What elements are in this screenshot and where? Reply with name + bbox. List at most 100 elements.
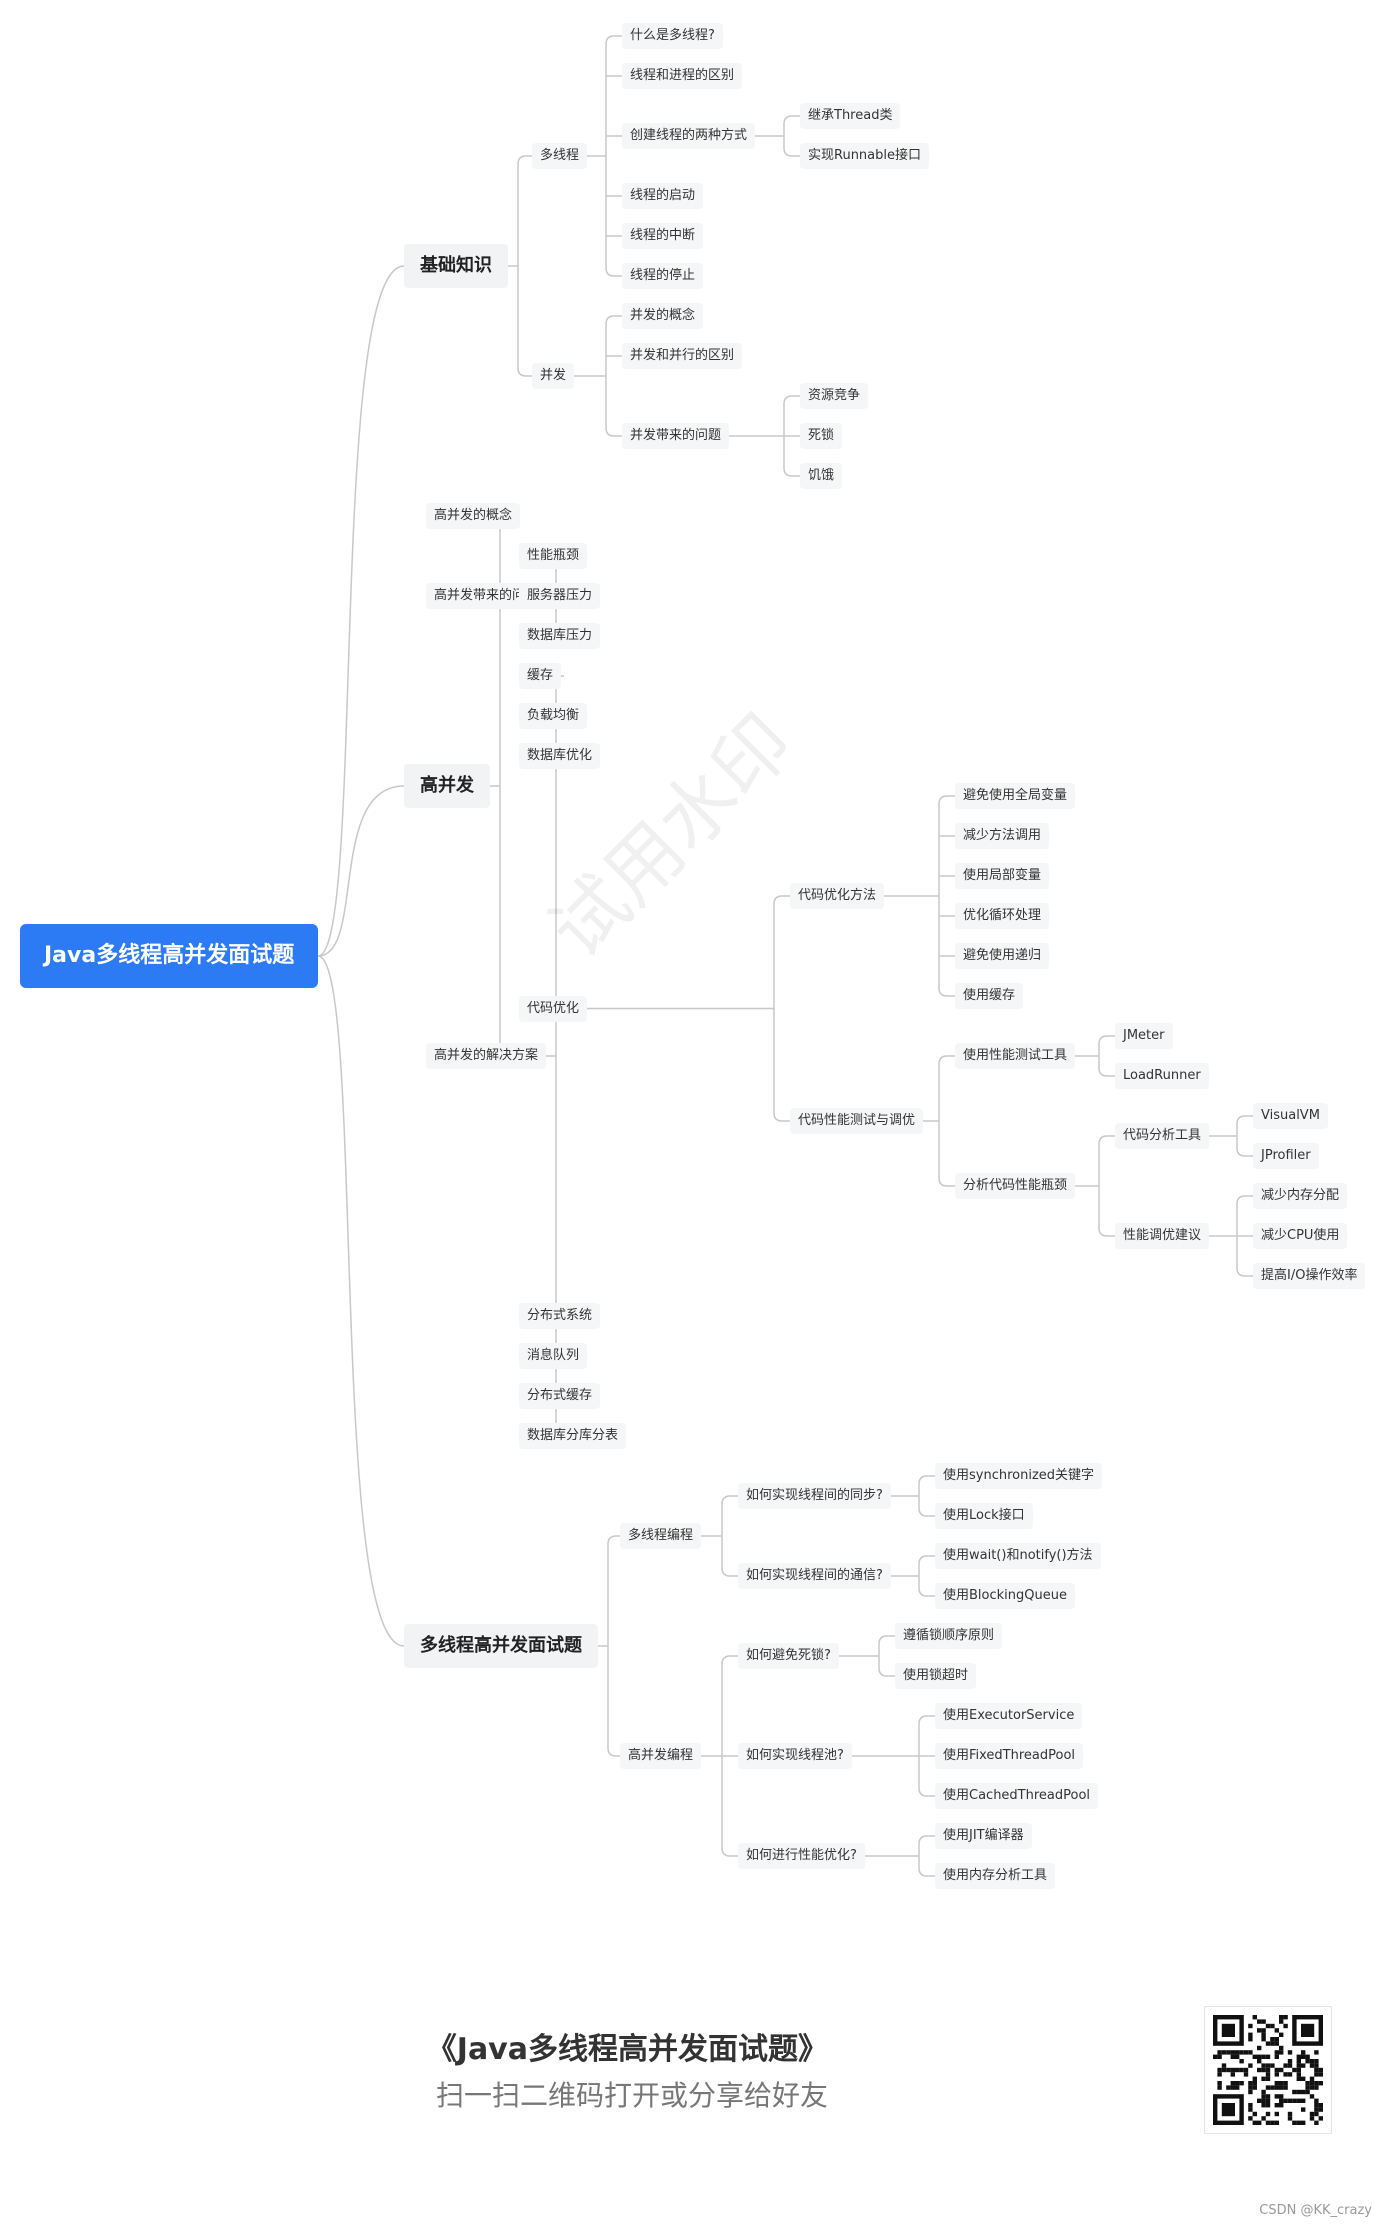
edge-connector [783, 147, 800, 157]
leaf-node[interactable]: 提高I/O操作效率 [1253, 1263, 1366, 1289]
leaf-node[interactable]: 饥饿 [800, 463, 843, 489]
leaf-node[interactable]: 死锁 [800, 423, 843, 449]
leaf-node[interactable]: 分析代码性能瓶颈 [955, 1173, 1076, 1199]
leaf-node[interactable]: 减少方法调用 [955, 823, 1050, 849]
leaf-node[interactable]: 使用锁超时 [895, 1663, 977, 1689]
leaf-node[interactable]: JProfiler [1253, 1143, 1319, 1169]
leaf-node[interactable]: LoadRunner [1115, 1063, 1209, 1089]
leaf-node[interactable]: 避免使用递归 [955, 943, 1050, 969]
leaf-node[interactable]: 如何实现线程间的同步? [738, 1483, 891, 1509]
leaf-node[interactable]: 数据库优化 [519, 743, 601, 769]
leaf-node[interactable]: 高并发编程 [620, 1743, 702, 1769]
root-node[interactable]: Java多线程高并发面试题 [20, 924, 319, 988]
branch-node[interactable]: 多线程高并发面试题 [404, 1624, 598, 1668]
leaf-node[interactable]: JMeter [1115, 1023, 1173, 1049]
qr-code-icon[interactable] [1204, 2006, 1332, 2134]
leaf-node[interactable]: 使用局部变量 [955, 863, 1050, 889]
leaf-node[interactable]: 并发 [532, 363, 575, 389]
leaf-node[interactable]: 如何实现线程池? [738, 1743, 852, 1769]
edge-connector [918, 1867, 935, 1877]
leaf-node[interactable]: 高并发的解决方案 [426, 1043, 547, 1069]
leaf-node[interactable]: 缓存 [519, 663, 562, 689]
edge-connector [938, 1177, 955, 1187]
leaf-node[interactable]: 优化循环处理 [955, 903, 1050, 929]
leaf-node[interactable]: 代码优化 [519, 995, 588, 1022]
leaf-node[interactable]: 创建线程的两种方式 [622, 123, 756, 149]
leaf-node[interactable]: VisualVM [1253, 1103, 1328, 1129]
leaf-node[interactable]: 使用FixedThreadPool [935, 1743, 1084, 1769]
edge-connector [783, 395, 800, 405]
leaf-node[interactable]: 性能调优建议 [1115, 1223, 1210, 1249]
leaf-node[interactable]: 使用synchronized关键字 [935, 1463, 1103, 1489]
edge-connector [938, 1055, 955, 1065]
leaf-node[interactable]: 并发和并行的区别 [622, 343, 743, 369]
edge-connector [607, 1535, 620, 1545]
leaf-node[interactable]: 减少CPU使用 [1253, 1223, 1348, 1249]
leaf-node[interactable]: 使用JIT编译器 [935, 1823, 1032, 1849]
leaf-node[interactable]: 遵循锁顺序原则 [895, 1623, 1003, 1649]
leaf-node[interactable]: 分布式系统 [519, 1303, 601, 1329]
leaf-node[interactable]: 数据库分库分表 [519, 1423, 627, 1449]
footer-title: 《Java多线程高并发面试题》 [426, 2032, 828, 2067]
leaf-node[interactable]: 线程和进程的区别 [622, 63, 743, 89]
leaf-node[interactable]: 减少内存分配 [1253, 1183, 1348, 1209]
edge-connector [918, 1835, 935, 1845]
leaf-node[interactable]: 数据库压力 [519, 623, 601, 649]
leaf-node[interactable]: 代码优化方法 [790, 883, 885, 909]
leaf-node[interactable]: 资源竞争 [800, 383, 869, 409]
edge-connector [918, 1475, 935, 1485]
leaf-node[interactable]: 性能瓶颈 [519, 543, 588, 569]
edge-connector [918, 1787, 935, 1797]
edge-connector [605, 427, 622, 437]
edge-connector [938, 987, 955, 997]
leaf-node[interactable]: 使用wait()和notify()方法 [935, 1543, 1101, 1569]
leaf-node[interactable]: 并发带来的问题 [622, 423, 730, 449]
leaf-node[interactable]: 使用ExecutorService [935, 1703, 1083, 1729]
leaf-node[interactable]: 使用性能测试工具 [955, 1043, 1076, 1069]
leaf-node[interactable]: 负载均衡 [519, 703, 588, 729]
branch-node[interactable]: 基础知识 [404, 244, 508, 288]
leaf-node[interactable]: 使用CachedThreadPool [935, 1783, 1099, 1809]
leaf-node[interactable]: 多线程编程 [620, 1523, 702, 1549]
edge-connector [878, 1667, 895, 1677]
branch-node[interactable]: 高并发 [404, 764, 490, 808]
leaf-node[interactable]: 实现Runnable接口 [800, 143, 929, 169]
leaf-node[interactable]: 并发的概念 [622, 303, 704, 329]
leaf-node[interactable]: 服务器压力 [519, 583, 601, 609]
edge-connector [721, 1567, 738, 1577]
leaf-node[interactable]: 如何避免死锁? [738, 1643, 839, 1669]
edge-connector [1236, 1267, 1253, 1277]
leaf-node[interactable]: 避免使用全局变量 [955, 783, 1076, 809]
leaf-node[interactable]: 消息队列 [519, 1343, 588, 1369]
edge-connector [773, 895, 790, 905]
edge-connector [1098, 1135, 1115, 1145]
edge-connector [783, 115, 800, 125]
leaf-node[interactable]: 使用缓存 [955, 983, 1024, 1009]
leaf-node[interactable]: 线程的中断 [622, 223, 704, 249]
leaf-node[interactable]: 高并发的概念 [426, 503, 521, 529]
edge-connector [918, 1555, 935, 1565]
leaf-node[interactable]: 使用内存分析工具 [935, 1863, 1056, 1889]
qr-code-graphic [1213, 2015, 1323, 2125]
leaf-node[interactable]: 使用BlockingQueue [935, 1583, 1075, 1609]
edge-connector [1098, 1035, 1115, 1045]
leaf-node[interactable]: 继承Thread类 [800, 103, 901, 129]
edge-connector [605, 267, 622, 277]
edge-connector [1236, 1115, 1253, 1125]
edge-connector [721, 1847, 738, 1857]
leaf-node[interactable]: 多线程 [532, 143, 588, 169]
leaf-node[interactable]: 代码分析工具 [1115, 1123, 1210, 1149]
edge-connector [605, 35, 622, 45]
edge-connector [918, 1587, 935, 1597]
leaf-node[interactable]: 使用Lock接口 [935, 1503, 1033, 1529]
leaf-node[interactable]: 线程的启动 [622, 183, 704, 209]
leaf-node[interactable]: 代码性能测试与调优 [790, 1108, 924, 1134]
leaf-node[interactable]: 如何进行性能优化? [738, 1843, 865, 1869]
leaf-node[interactable]: 什么是多线程? [622, 23, 723, 49]
leaf-node[interactable]: 如何实现线程间的通信? [738, 1563, 891, 1589]
leaf-node[interactable]: 线程的停止 [622, 263, 704, 289]
edge-connector [317, 265, 405, 957]
footer-subtitle: 扫一扫二维码打开或分享给好友 [435, 2079, 828, 2112]
leaf-node[interactable]: 分布式缓存 [519, 1383, 601, 1409]
